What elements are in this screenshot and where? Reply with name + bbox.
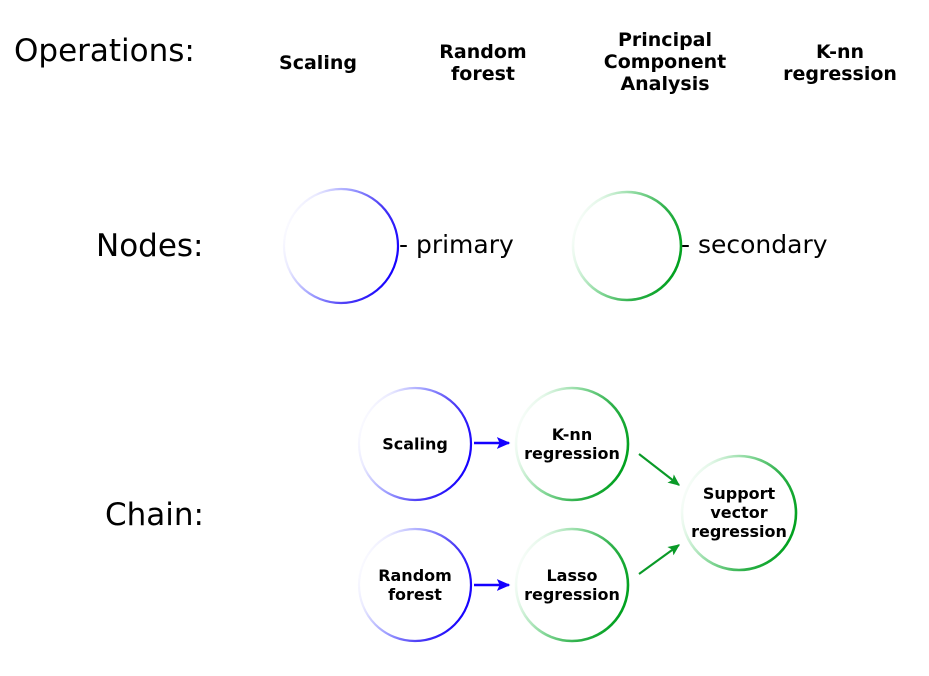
row-label-chain: Chain: [105,497,204,533]
node-circle-lasso-regression[interactable] [514,527,630,643]
operation-label-random-forest: Random forest [439,41,527,86]
operation-label-principal-component-analysis: Principal Component Analysis [603,29,727,96]
edge-knn-to-support-vector-regression [638,453,680,486]
legend-node-secondary-circle [571,190,683,302]
legend-caption-primary: - primary [399,230,514,259]
node-circle-knn-regression[interactable] [514,386,630,502]
row-label-operations: Operations: [14,33,195,69]
operation-label-knn-regression: K-nn regression [783,41,897,86]
operation-label-scaling: Scaling [279,52,357,74]
node-circle-scaling[interactable] [357,386,473,502]
legend-caption-secondary: - secondary [681,230,828,259]
node-circle-random-forest[interactable] [357,527,473,643]
row-label-nodes: Nodes: [96,228,204,264]
legend-node-primary-circle [282,187,400,305]
edge-lasso-to-support-vector-regression [638,544,680,575]
node-circle-support-vector-regression[interactable] [680,454,798,572]
